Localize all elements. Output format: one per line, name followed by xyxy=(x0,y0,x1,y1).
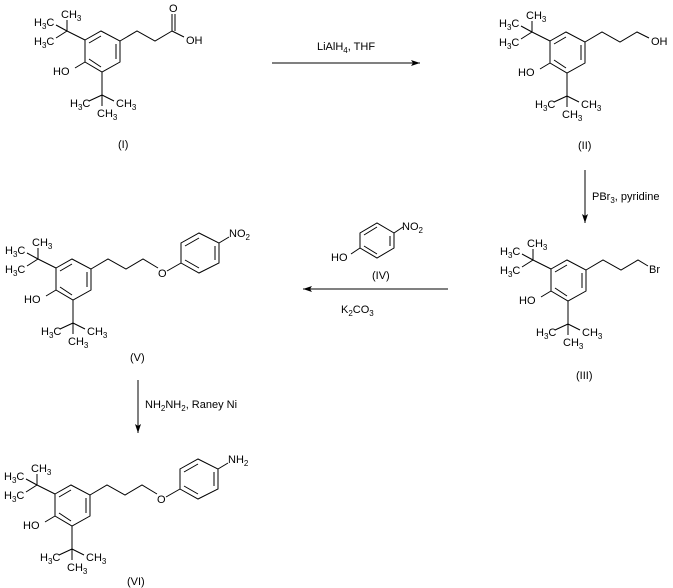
ether-oxygen: O xyxy=(157,494,166,506)
methyl-label: H3C xyxy=(5,245,25,259)
methyl-label: H3C xyxy=(41,326,61,340)
nitro-group: NO2 xyxy=(402,221,424,235)
methyl-label: H3C xyxy=(34,17,54,31)
methyl-label: CH3 xyxy=(563,337,584,351)
methyl-label: CH3 xyxy=(31,463,52,477)
compound-ii: OH HO CH3 H3C H3C H3C CH3 CH3 (II) xyxy=(499,10,668,152)
compound-label: (VI) xyxy=(127,576,145,588)
methyl-label: CH3 xyxy=(87,326,108,340)
methyl-label: CH3 xyxy=(527,238,548,252)
reaction-arrow-3: K2CO3 xyxy=(303,286,448,318)
compound-iv: NO2 HO (IV) xyxy=(331,221,424,282)
methyl-label: H3C xyxy=(4,471,24,485)
methyl-label: H3C xyxy=(5,264,25,278)
phenol-oh: HO xyxy=(23,520,40,532)
compound-label: (IV) xyxy=(372,270,390,282)
reaction-arrow-4: NH2NH2, Raney Ni xyxy=(135,380,237,433)
methyl-label: CH3 xyxy=(116,98,137,112)
compound-label: (III) xyxy=(576,370,593,382)
amino-group: NH2 xyxy=(228,454,249,468)
methyl-label: CH3 xyxy=(67,562,88,576)
methyl-label: H3C xyxy=(40,552,60,566)
hydroxyl-label: HO xyxy=(331,252,348,264)
compound-label: (I) xyxy=(118,139,128,151)
methyl-label: CH3 xyxy=(581,99,602,113)
methyl-label: H3C xyxy=(500,246,520,260)
phenol-oh: HO xyxy=(519,295,536,307)
compound-iii: Br HO CH3 H3C H3C H3C CH3 CH3 (III) xyxy=(500,238,660,382)
bromine: Br xyxy=(649,264,660,276)
ether-oxygen: O xyxy=(158,268,167,280)
acid-oh: OH xyxy=(186,35,203,47)
methyl-label: CH3 xyxy=(97,108,118,122)
reaction-arrow-1: LiAlH4, THF xyxy=(272,41,420,66)
compound-vi: O NH2 HO CH3 H3C H3C H3C CH3 CH3 (VI) xyxy=(4,454,249,588)
phenol-oh: HO xyxy=(24,294,41,306)
phenol-oh: HO xyxy=(518,67,535,79)
methyl-label: H3C xyxy=(536,327,556,341)
phenol-oh: HO xyxy=(53,66,70,78)
methyl-label: H3C xyxy=(535,99,555,113)
methyl-label: H3C xyxy=(500,265,520,279)
reagent-pbr3-pyridine: PBr3, pyridine xyxy=(592,191,659,205)
compound-label: (II) xyxy=(578,140,591,152)
methyl-label: H3C xyxy=(499,18,519,32)
methyl-label: CH3 xyxy=(526,10,547,24)
reagent-k2co3: K2CO3 xyxy=(341,304,374,318)
alcohol-oh: OH xyxy=(651,36,668,48)
methyl-label: H3C xyxy=(4,490,24,504)
compound-i: O OH HO CH3 H3C H3C H3C CH3 CH3 (I) xyxy=(34,3,203,151)
nitro-group: NO2 xyxy=(229,228,251,242)
compound-v: O NO2 HO CH3 H3C H3C H3C CH3 CH3 (V) xyxy=(5,228,251,364)
methyl-label: CH3 xyxy=(86,552,107,566)
methyl-label: H3C xyxy=(499,37,519,51)
methyl-label: H3C xyxy=(34,36,54,50)
compound-label: (V) xyxy=(130,352,145,364)
methyl-label: CH3 xyxy=(61,9,82,23)
reagent-hydrazine-raney-ni: NH2NH2, Raney Ni xyxy=(145,399,237,413)
methyl-label: CH3 xyxy=(562,109,583,123)
reaction-arrow-2: PBr3, pyridine xyxy=(582,170,659,223)
methyl-label: H3C xyxy=(70,98,90,112)
methyl-label: CH3 xyxy=(68,336,89,350)
methyl-label: CH3 xyxy=(32,237,53,251)
reagent-lialh4-thf: LiAlH4, THF xyxy=(317,41,375,55)
carbonyl-oxygen: O xyxy=(169,3,178,15)
methyl-label: CH3 xyxy=(582,327,603,341)
